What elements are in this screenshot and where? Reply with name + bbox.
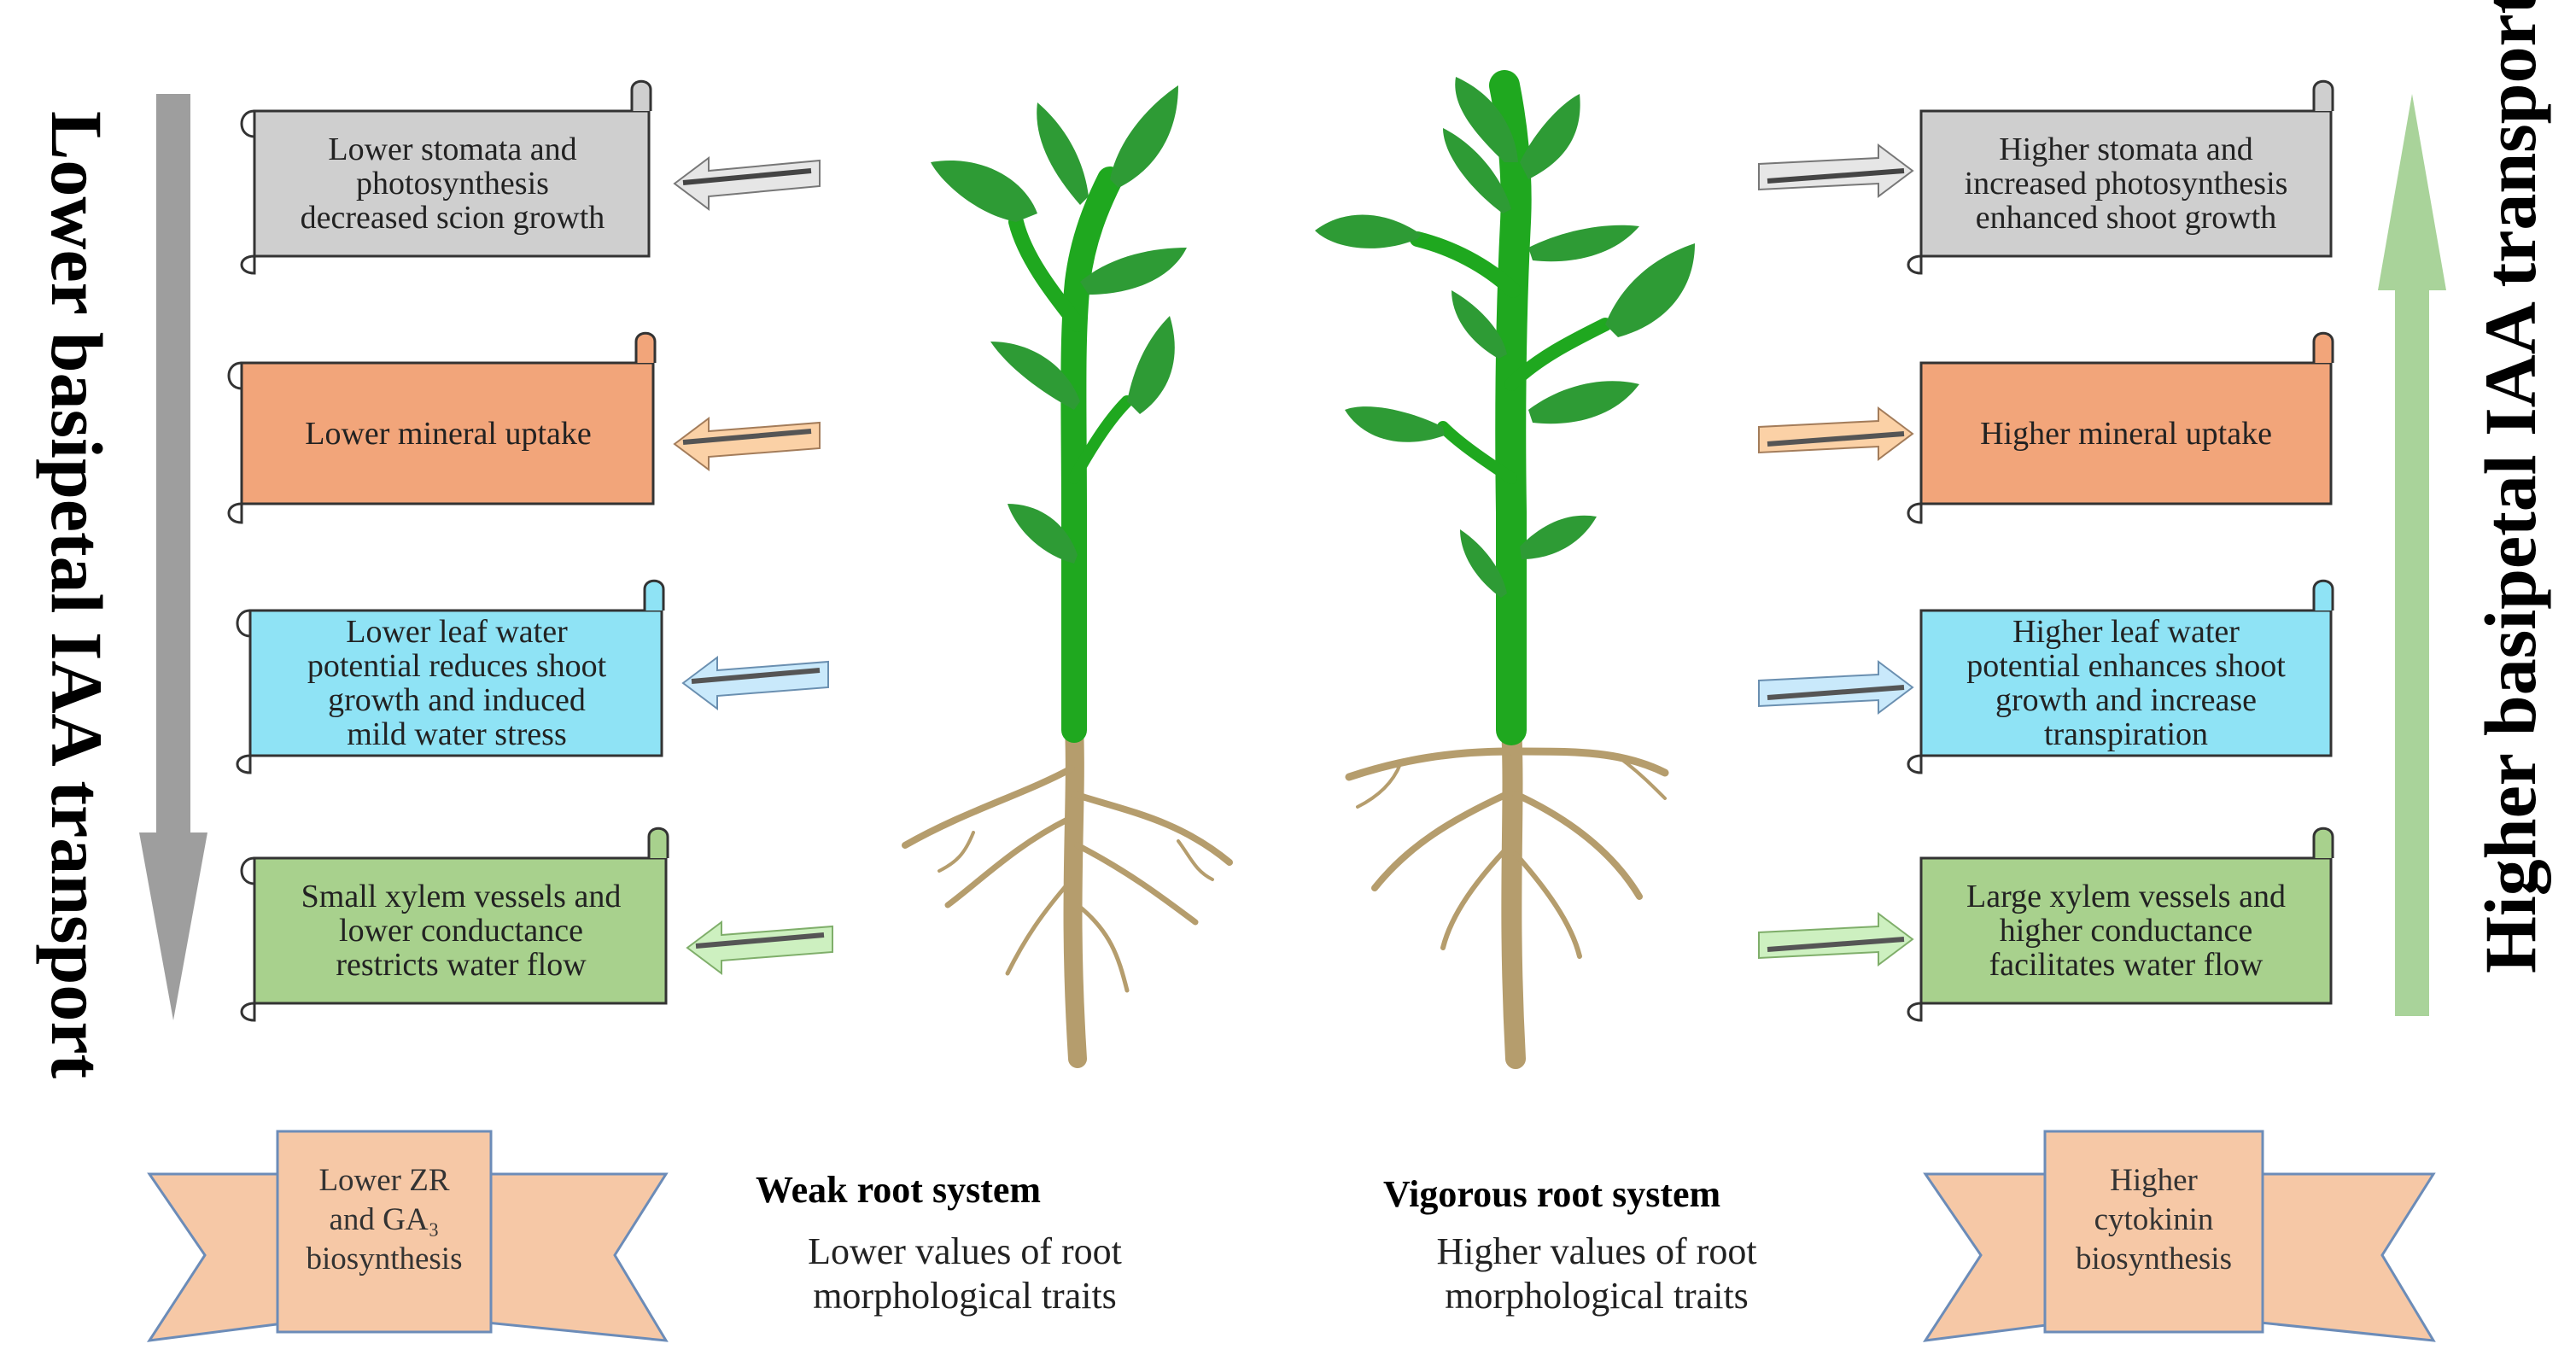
right-arrow-4 xyxy=(1758,912,1914,967)
right-arrow-2 xyxy=(1758,406,1914,461)
right-arrow-3 xyxy=(1758,660,1914,715)
right-vertical-title: Higher basipetal IAA transport xyxy=(2469,0,2551,973)
right-up-arrow xyxy=(2378,94,2446,1016)
vigorous-plant-leaves xyxy=(1315,77,1695,598)
weak-plant-roots xyxy=(902,716,1233,1068)
left-vertical-title: Lower basipetal IAA transport xyxy=(36,111,118,1079)
vigorous-plant-stem xyxy=(1410,70,1612,745)
vigorous-root-description: Higher values of root morphological trai… xyxy=(1436,1230,1757,1317)
left-arrow-4 xyxy=(686,920,833,975)
right-scroll-box-1 xyxy=(1907,79,2334,275)
left-box-4-text: Small xylem vessels and lower conductanc… xyxy=(301,879,622,983)
right-scroll-box-4 xyxy=(1907,827,2334,1022)
right-box-1-text: Higher stomata and increased photosynthe… xyxy=(1964,131,2288,236)
vigorous-plant-roots xyxy=(1345,716,1669,1069)
right-scroll-box-2 xyxy=(1907,331,2334,524)
right-box-4-text: Large xylem vessels and higher conductan… xyxy=(1966,879,2286,983)
right-scroll-box-3 xyxy=(1907,579,2334,774)
weak-plant-stem xyxy=(1008,166,1133,743)
left-down-arrow xyxy=(139,94,207,1020)
left-scroll-box-2 xyxy=(227,331,657,524)
left-box-1-text: Lower stomata and photosynthesis decreas… xyxy=(300,131,605,236)
left-box-3-text: Lower leaf water potential reduces shoot… xyxy=(307,614,607,752)
right-arrow-1 xyxy=(1758,143,1914,198)
weak-plant-leaves xyxy=(931,85,1187,564)
weak-root-title: Weak root system xyxy=(756,1169,1042,1211)
right-box-3-text: Higher leaf water potential enhances sho… xyxy=(1966,614,2286,752)
vigorous-plant-illustration xyxy=(1315,70,1695,1069)
weak-root-description: Lower values of root morphological trait… xyxy=(808,1230,1122,1317)
left-scroll-box-3 xyxy=(236,579,665,774)
left-box-2-text: Lower mineral uptake xyxy=(305,415,592,452)
right-box-2-text: Higher mineral uptake xyxy=(1980,415,2272,452)
weak-plant-illustration xyxy=(902,85,1233,1068)
left-arrow-2 xyxy=(673,417,821,471)
left-arrow-3 xyxy=(681,656,829,710)
left-arrow-1 xyxy=(673,156,821,211)
vigorous-root-title: Vigorous root system xyxy=(1383,1173,1721,1215)
left-ribbon-text: Lower ZR and GA₃ biosynthesis xyxy=(306,1163,463,1276)
right-ribbon-text: Higher cytokinin biosynthesis xyxy=(2076,1163,2232,1276)
left-ribbon xyxy=(146,1130,669,1342)
left-scroll-box-1 xyxy=(240,79,652,275)
left-scroll-box-4 xyxy=(240,827,669,1022)
right-ribbon xyxy=(1922,1130,2436,1342)
box-fill xyxy=(253,109,651,258)
